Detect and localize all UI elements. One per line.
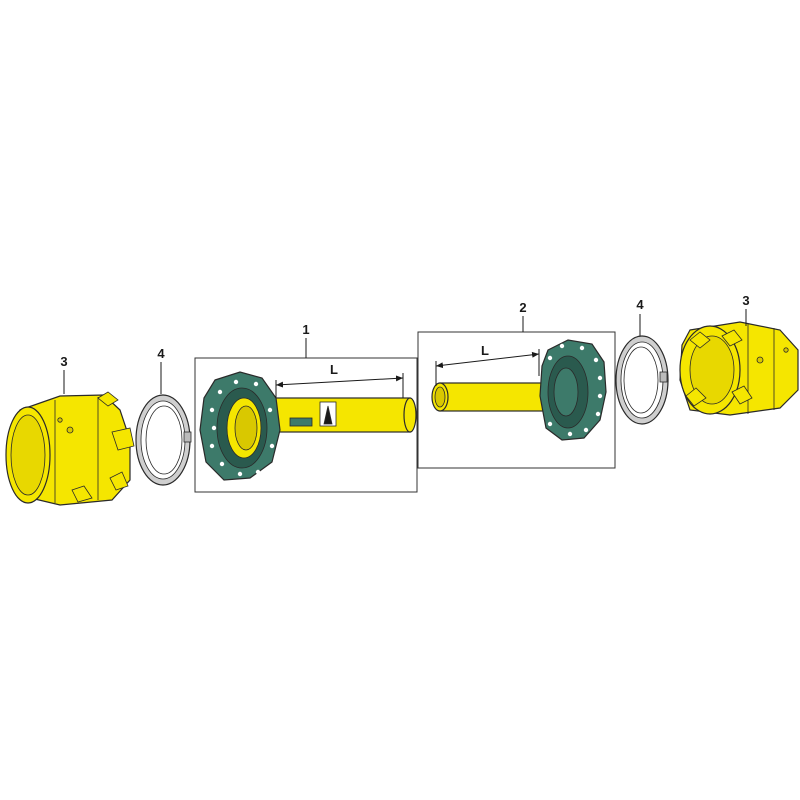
dimension-label-1: L: [330, 362, 338, 377]
guard-half-inner-tube: [431, 339, 607, 441]
dimension-line-1: [275, 375, 404, 388]
bearing-ring-left: [135, 394, 192, 486]
guard-half-outer-tube: [199, 371, 417, 481]
callout-part-3-left: 3: [60, 354, 67, 369]
dimension-label-2: L: [481, 343, 489, 358]
dimension-line-2: [435, 351, 540, 369]
cone-housing-left: [5, 391, 135, 506]
assembly-frame-2: [417, 331, 616, 469]
callout-part-4-right: 4: [636, 297, 644, 312]
callout-part-2: 2: [519, 300, 526, 315]
callout-part-4-left: 4: [157, 346, 165, 361]
callout-part-1: 1: [302, 322, 309, 337]
callout-part-3-right: 3: [742, 293, 749, 308]
cone-housing-right: [679, 321, 799, 416]
bearing-ring-right: [615, 335, 669, 425]
